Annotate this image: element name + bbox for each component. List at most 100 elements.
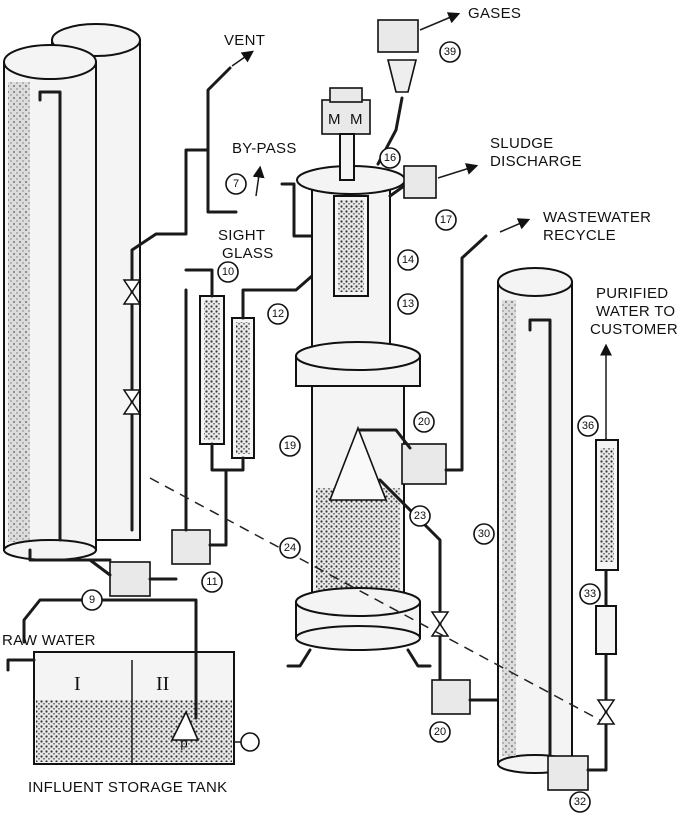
feed-pump-label: p [180,736,187,751]
raw-water-label: RAW WATER [2,632,96,649]
recycle-arrow [499,218,531,233]
svg-text:9: 9 [89,594,95,606]
svg-text:16: 16 [384,152,396,164]
sight-glass-label-1: SIGHT [218,227,265,244]
sight-glass-label-2: GLASS [222,245,274,262]
motor-label-2: M [350,111,363,128]
svg-text:12: 12 [272,308,284,320]
influent-storage-tank: I II p [6,598,260,765]
svg-text:33: 33 [584,588,596,600]
callout-23: 23 [409,505,431,527]
svg-text:10: 10 [222,266,234,278]
pump-9-inlet [88,558,112,577]
svg-text:7: 7 [233,178,239,190]
pump-11-outlet [208,468,228,547]
callout-39: 39 [439,41,461,63]
svg-text:13: 13 [402,298,414,310]
pump-20-lower [431,679,471,715]
callout-36: 36 [577,415,599,437]
svg-text:30: 30 [478,528,490,540]
gases-arrow [419,12,461,31]
meter-36 [595,439,619,571]
callout-11: 11 [201,571,223,593]
svg-text:17: 17 [440,214,452,226]
raw-water-inlet-pipe [6,658,36,672]
reactor-flange [295,341,421,389]
callout-9: 9 [81,589,103,611]
sludge-arrow [437,163,479,179]
tank-compartment-I: I [74,673,81,695]
svg-text:36: 36 [582,420,594,432]
column-30-inner-pipe [528,318,552,762]
callout-10: 10 [217,261,239,283]
ground-reference-line [149,477,601,721]
tank-feed-pipe [22,598,198,720]
callout-19: 19 [279,435,301,457]
callout-32: 32 [569,791,591,813]
left-column-inner-pipe [38,90,62,542]
pump-20-upper [401,443,447,485]
gas-separator-cyclone [386,59,418,93]
pump-9 [109,561,178,597]
reactor-upper-section [296,165,406,351]
feed-pump-p [170,710,200,741]
callout-30: 30 [473,523,495,545]
gas-meter-39 [377,19,419,53]
sludge-label-1: SLUDGE [490,135,554,152]
bypass-pipe [206,148,238,214]
valve-product [596,699,616,725]
reactor-foot-left [286,648,312,668]
callout-33: 33 [579,583,601,605]
svg-text:20: 20 [434,726,446,738]
callout-7: 7 [225,173,247,195]
sludge-valve-17 [403,165,437,199]
sight-glass-pipe [280,182,314,238]
purified-label-3: CUSTOMER [590,321,678,338]
valve-left-upper [122,279,142,305]
left-storage-column-front [3,44,97,561]
wastewater-label-1: WASTEWATER [543,209,651,226]
purified-label-2: WATER TO [596,303,675,320]
callout-17: 17 [435,209,457,231]
svg-text:32: 32 [574,796,586,808]
valve-effluent [430,611,450,637]
pump-11 [171,529,211,565]
reactor-lower-section [311,385,405,603]
sludge-pipe [388,184,406,198]
filter-33 [595,605,617,655]
callout-16: 16 [379,147,401,169]
tank-drain-valve [240,732,260,752]
recycle-riser-right [444,234,488,472]
bypass-label: BY-PASS [232,140,297,157]
reactor-foot-right [406,648,432,668]
columns-bottom-link [210,442,245,472]
callout-24: 24 [279,537,301,559]
influent-tank-label: INFLUENT STORAGE TANK [28,779,227,796]
callout-20-upper: 20 [413,411,435,433]
svg-text:20: 20 [418,416,430,428]
svg-text:11: 11 [206,576,217,588]
pump-32 [547,755,589,791]
effluent-pipe [378,478,442,686]
reactor-base [286,587,432,668]
recycle-draw-pipe [358,428,412,450]
gas-separator-cone [328,425,388,501]
recycle-riser-pipe [130,176,188,532]
svg-text:39: 39 [444,46,456,58]
wastewater-label-2: RECYCLE [543,227,616,244]
svg-text:24: 24 [284,542,296,554]
column-10-top-pipe [184,268,214,298]
column-drain-pipe [28,548,112,562]
svg-text:23: 23 [414,510,426,522]
purified-label-1: PURIFIED [596,285,668,302]
column-12-top-pipe [241,274,314,320]
svg-text:19: 19 [284,440,296,452]
tank-compartment-II: II [156,673,169,695]
callout-13: 13 [397,293,419,315]
vent-label: VENT [224,32,265,49]
motor-mixer: M M [321,87,371,181]
exchange-column-12 [231,317,255,459]
vent-arrow [231,50,254,67]
